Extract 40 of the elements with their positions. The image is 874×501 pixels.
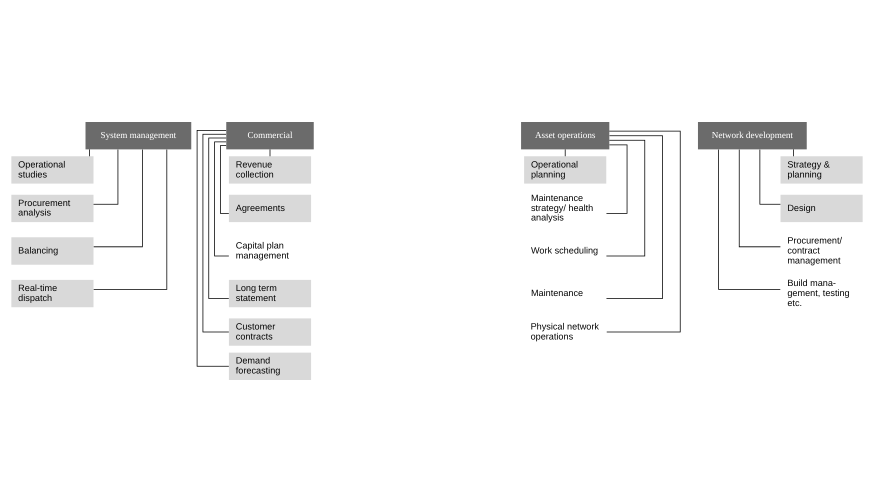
node-text: Procurement/ contract management bbox=[787, 234, 842, 265]
node-text: Maintenance bbox=[530, 287, 584, 298]
connector bbox=[214, 140, 230, 256]
node-box: Network development bbox=[698, 122, 807, 149]
connector bbox=[220, 144, 230, 214]
connector bbox=[93, 148, 168, 290]
node-text: Capital plan management bbox=[236, 240, 289, 260]
node-box: Procurement analysis bbox=[11, 194, 94, 222]
node-box: Asset operations bbox=[521, 122, 610, 149]
node-text: Maintenance strategy/ health analysis bbox=[530, 192, 594, 222]
node-box: Strategy & planning bbox=[780, 156, 863, 184]
node-box: Long term statement bbox=[228, 279, 312, 307]
node-box: Revenue collection bbox=[228, 156, 312, 184]
node-box: Operational planning bbox=[524, 156, 606, 184]
connector bbox=[718, 148, 781, 290]
connector bbox=[793, 148, 794, 156]
connector bbox=[606, 139, 646, 256]
node-box: Balancing bbox=[11, 236, 94, 264]
node-text: Work scheduling bbox=[530, 244, 598, 255]
node-box: System management bbox=[86, 122, 192, 149]
node-box: Commercial bbox=[226, 122, 314, 149]
connector bbox=[606, 134, 663, 298]
connector bbox=[738, 148, 781, 247]
connector bbox=[208, 137, 230, 298]
node-text: Physical network operations bbox=[530, 320, 599, 341]
node-text: Build mana- gement, testing etc. bbox=[787, 278, 850, 308]
node-box: Real-time dispatch bbox=[11, 279, 94, 307]
node-box: Design bbox=[780, 194, 863, 222]
node-box: Agreements bbox=[228, 194, 312, 222]
node-box: Operational studies bbox=[11, 156, 94, 184]
connector bbox=[202, 133, 230, 332]
node-box: Demand forecasting bbox=[228, 352, 312, 380]
connector bbox=[606, 144, 628, 214]
connector bbox=[93, 148, 143, 247]
connector bbox=[93, 148, 118, 204]
connector bbox=[89, 148, 90, 156]
connector bbox=[196, 130, 230, 366]
connector bbox=[606, 130, 681, 332]
connector bbox=[760, 148, 781, 204]
node-box: Customer contracts bbox=[228, 318, 312, 346]
